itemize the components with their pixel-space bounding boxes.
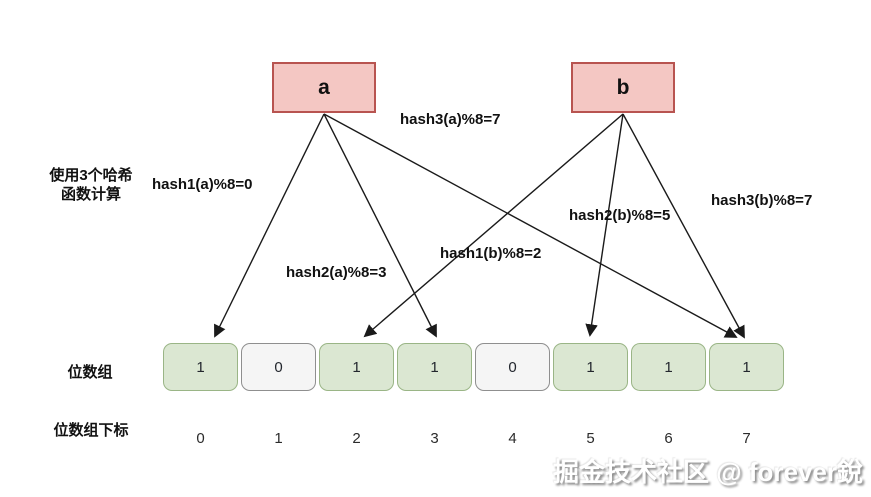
bit-cell-3: 1 [397, 343, 472, 391]
bit-cell-5: 1 [553, 343, 628, 391]
arrow-a-to-3 [323, 113, 437, 338]
hash-functions-note-line2: 函数计算 [60, 185, 121, 203]
bit-index-5: 5 [586, 430, 595, 447]
element-box-a: a [272, 62, 376, 113]
bit-index-6: 6 [664, 430, 673, 447]
bit-cell-0: 1 [163, 343, 238, 391]
hash-functions-note: 使用3个哈希 函数计算 [36, 167, 146, 205]
element-box-b-label: b [616, 75, 630, 99]
arrow-a-to-0 [214, 113, 325, 338]
bit-index-4: 4 [508, 430, 517, 447]
element-box-b: b [571, 62, 675, 113]
bit-index-3: 3 [430, 430, 439, 447]
bit-cell-4: 0 [475, 343, 550, 391]
bit-cell-7: 1 [709, 343, 784, 391]
bit-cell-6: 1 [631, 343, 706, 391]
label-hash1-a: hash1(a)%8=0 [152, 176, 253, 193]
watermark: 掘金技术社区 @ forever銳 [553, 457, 863, 487]
bit-index-7: 7 [742, 430, 751, 447]
label-hash1-b: hash1(b)%8=2 [440, 245, 542, 262]
arrow-b-to-5 [585, 113, 624, 337]
arrow-b-to-7 [622, 113, 745, 339]
arrow-a-to-7 [323, 113, 738, 338]
bit-cell-2: 1 [319, 343, 394, 391]
bit-array-label: 位数组 [67, 364, 113, 381]
bit-array-index-label: 位数组下标 [53, 422, 129, 439]
bit-index-2: 2 [352, 430, 361, 447]
label-hash3-a: hash3(a)%8=7 [400, 111, 501, 128]
bit-cell-1: 0 [241, 343, 316, 391]
hash-functions-note-line1: 使用3个哈希 [49, 167, 133, 184]
label-hash2-a: hash2(a)%8=3 [286, 264, 387, 281]
bit-index-0: 0 [196, 430, 205, 447]
label-hash3-b: hash3(b)%8=7 [711, 192, 813, 209]
element-box-a-label: a [318, 75, 330, 99]
arrow-b-to-2 [363, 113, 624, 338]
bit-index-1: 1 [274, 430, 283, 447]
label-hash2-b: hash2(b)%8=5 [569, 207, 671, 224]
